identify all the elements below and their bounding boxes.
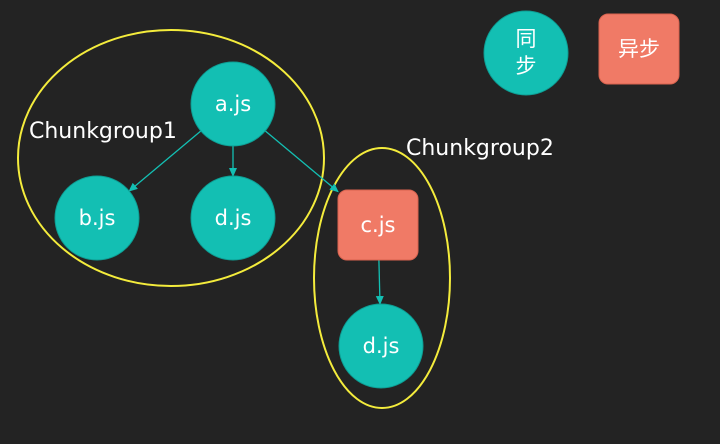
node-d-js-group1-label: d.js — [215, 206, 252, 230]
edge-a-to-b — [128, 130, 202, 192]
dependency-edges — [128, 130, 384, 305]
node-b-js: b.js — [54, 175, 140, 261]
node-c-js: c.js — [337, 189, 419, 261]
node-b-js-label: b.js — [79, 206, 116, 230]
legend-sync-circle — [483, 10, 569, 96]
node-b-js-circle — [54, 175, 140, 261]
legend-async-box — [598, 13, 680, 85]
legend-sync-label-line1: 同 — [516, 27, 537, 51]
legend-async-label: 异步 — [618, 37, 660, 61]
chunkgroup1-label: Chunkgroup1 — [29, 119, 177, 144]
node-c-js-label: c.js — [361, 213, 396, 237]
legend-sync-label-line2: 步 — [516, 54, 537, 78]
node-d-js-group2-circle — [338, 303, 424, 389]
node-d-js-group1-circle — [190, 175, 276, 261]
legend-async: 异步 — [598, 13, 680, 85]
edge-a-to-c — [264, 130, 339, 193]
chunkgroup2-label: Chunkgroup2 — [406, 136, 554, 161]
edge-c-to-d2 — [375, 259, 384, 305]
node-a-js: a.js — [190, 61, 276, 147]
node-a-js-circle — [190, 61, 276, 147]
chunkgroup2-outline — [313, 147, 451, 409]
node-d-js-group2: d.js — [338, 303, 424, 389]
node-d-js-group2-label: d.js — [363, 334, 400, 358]
node-a-js-label: a.js — [215, 92, 251, 116]
node-d-js-group1: d.js — [190, 175, 276, 261]
legend-sync: 同 步 — [483, 10, 569, 96]
node-c-js-box — [337, 189, 419, 261]
chunkgroup1-outline — [17, 29, 325, 287]
